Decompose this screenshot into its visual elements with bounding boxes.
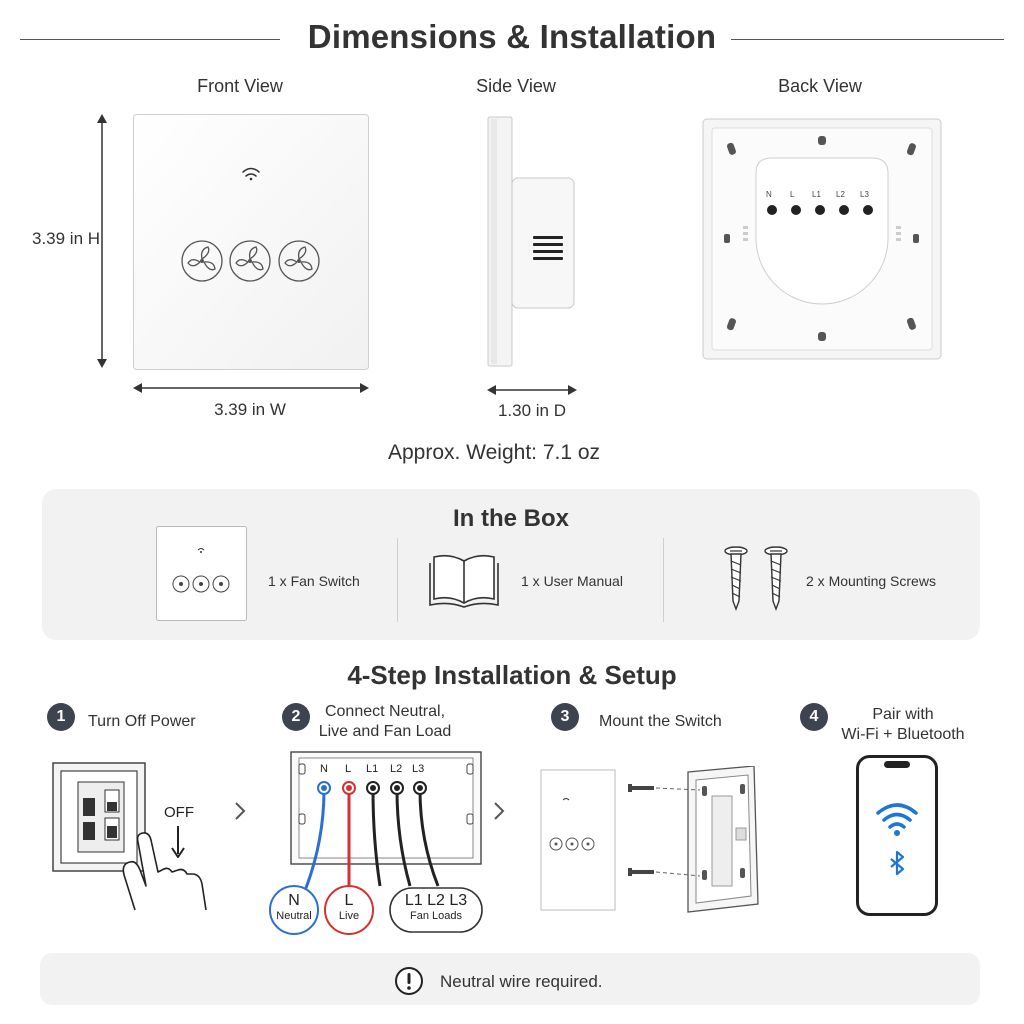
step-4-label-line2: Wi-Fi + Bluetooth [841,726,965,743]
chevron-right-icon [233,801,247,821]
side-view-switch [487,116,579,368]
header-rule-right [731,39,1004,40]
box-item-user-manual: 1 x User Manual [521,573,623,589]
live-code: L [344,892,354,909]
terminal-label: L [345,763,352,775]
wifi-icon [876,803,918,829]
step-2-label: Connect Neutral, Live and Fan Load [300,702,470,742]
neutral-name: Neutral [276,910,312,922]
box-item-mounting-screws: 2 x Mounting Screws [806,573,936,589]
step-3-badge: 3 [551,703,579,731]
fan-speed-2-icon [229,240,271,282]
side-view-label: Side View [476,76,556,96]
terminal-label: L2 [390,763,403,775]
terminal-label: N [766,190,772,199]
step-4-label: Pair with Wi-Fi + Bluetooth [830,705,976,745]
mount-switch-diagram [540,766,766,916]
back-view-switch [702,118,942,362]
warning-icon [394,966,424,996]
back-terminal-labels: N L L1 L2 L3 [762,190,886,202]
side-vent-slots [533,236,563,260]
installation-title: 4-Step Installation & Setup [347,660,677,690]
height-dimension: 3.39 in H [32,229,101,248]
step-1-badge: 1 [47,703,75,731]
neutral-bubble: N Neutral [270,892,318,922]
bluetooth-icon [890,850,905,876]
page-title: Dimensions & Installation [307,18,717,55]
wiring-terminal-labels: N L L1 L2 L3 [290,763,440,777]
loads-name: Fan Loads [410,910,462,922]
weight-text: Approx. Weight: 7.1 oz [387,441,601,464]
terminal-label: L1 [812,190,821,199]
step-2-badge: 2 [282,703,310,731]
height-arrow [94,113,110,369]
fan-speed-3-icon [278,240,320,282]
breaker-panel-icon [50,760,210,916]
step-4-badge: 4 [800,703,828,731]
smartphone-icon [856,755,938,917]
terminal-label: N [320,763,328,775]
terminal-label: L2 [836,190,845,199]
note-panel [40,953,980,1005]
terminal-holes [767,205,873,215]
depth-dimension: 1.30 in D [497,401,567,420]
chevron-right-icon [492,801,506,821]
fan-speed-1-icon [181,240,223,282]
terminal-label: L3 [860,190,869,199]
width-dimension: 3.39 in W [214,400,286,419]
step-1-label: Turn Off Power [88,713,196,730]
in-the-box-title: In the Box [452,505,569,532]
back-view-label: Back View [778,76,862,96]
fan-switch-icon [156,526,248,622]
front-view-switch [133,114,369,370]
box-item-fan-switch: 1 x Fan Switch [268,573,360,589]
header-rule-left [20,39,280,40]
step-2-label-line1: Connect Neutral, [324,703,446,720]
step-3-label: Mount the Switch [599,713,722,730]
terminal-label: L3 [412,763,425,775]
step-4-label-line1: Pair with [872,706,934,723]
live-name: Live [338,910,360,922]
off-label: OFF [164,804,194,821]
terminal-label: L1 [366,763,379,775]
screw-icon [720,545,792,613]
live-bubble: L Live [325,892,373,922]
front-view-label: Front View [197,76,283,96]
box-divider [663,538,664,622]
down-arrow-icon [171,826,185,858]
width-arrow [132,381,370,395]
wifi-indicator-icon [242,167,260,181]
neutral-code: N [288,892,300,909]
wiring-diagram [266,750,486,940]
depth-arrow [486,383,578,397]
loads-code: L1 L2 L3 [404,892,468,909]
note-text: Neutral wire required. [440,972,603,991]
box-divider [397,538,398,622]
book-icon [428,551,500,609]
step-2-label-line2: Live and Fan Load [318,723,452,740]
loads-bubble: L1 L2 L3 Fan Loads [390,892,482,922]
terminal-label: L [790,190,795,199]
